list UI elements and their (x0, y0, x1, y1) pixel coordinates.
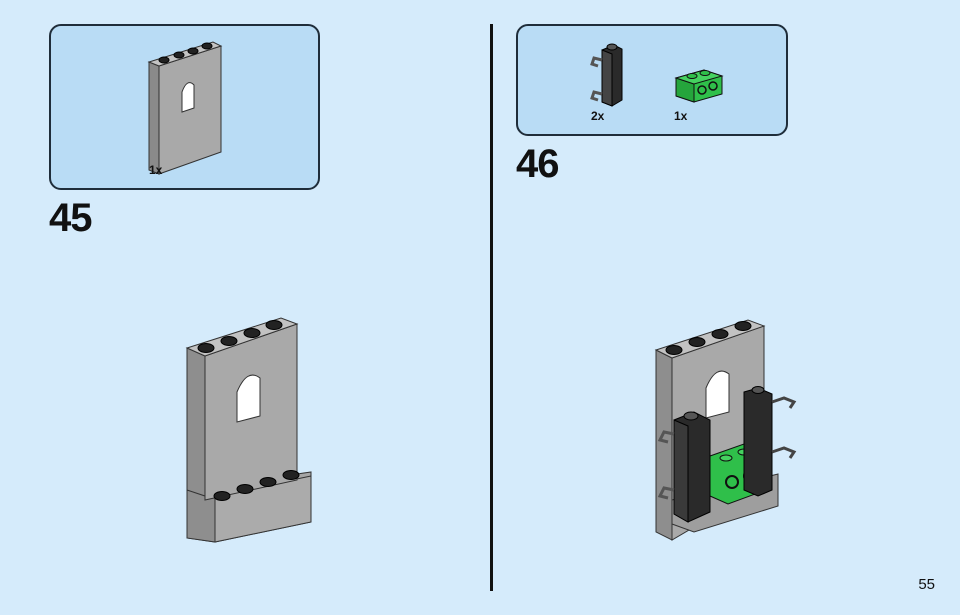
green-brick-part-image (674, 69, 724, 103)
part-qty-wall-panel: 1x (149, 163, 163, 177)
part-qty-black-brick: 2x (591, 109, 605, 123)
step-45-assembly-image (185, 317, 312, 543)
black-brick-clips-part-image (590, 43, 623, 107)
parts-list-step-45: 1x (49, 24, 320, 190)
page-number: 55 (918, 576, 935, 593)
wall-panel-part-image (147, 41, 223, 175)
step-divider (490, 24, 493, 591)
step-number-45: 45 (49, 196, 92, 240)
step-number-46: 46 (516, 142, 559, 186)
parts-list-step-46: 2x 1x (516, 24, 788, 136)
part-qty-green-brick: 1x (674, 109, 688, 123)
step-46-assembly-image (654, 319, 797, 541)
